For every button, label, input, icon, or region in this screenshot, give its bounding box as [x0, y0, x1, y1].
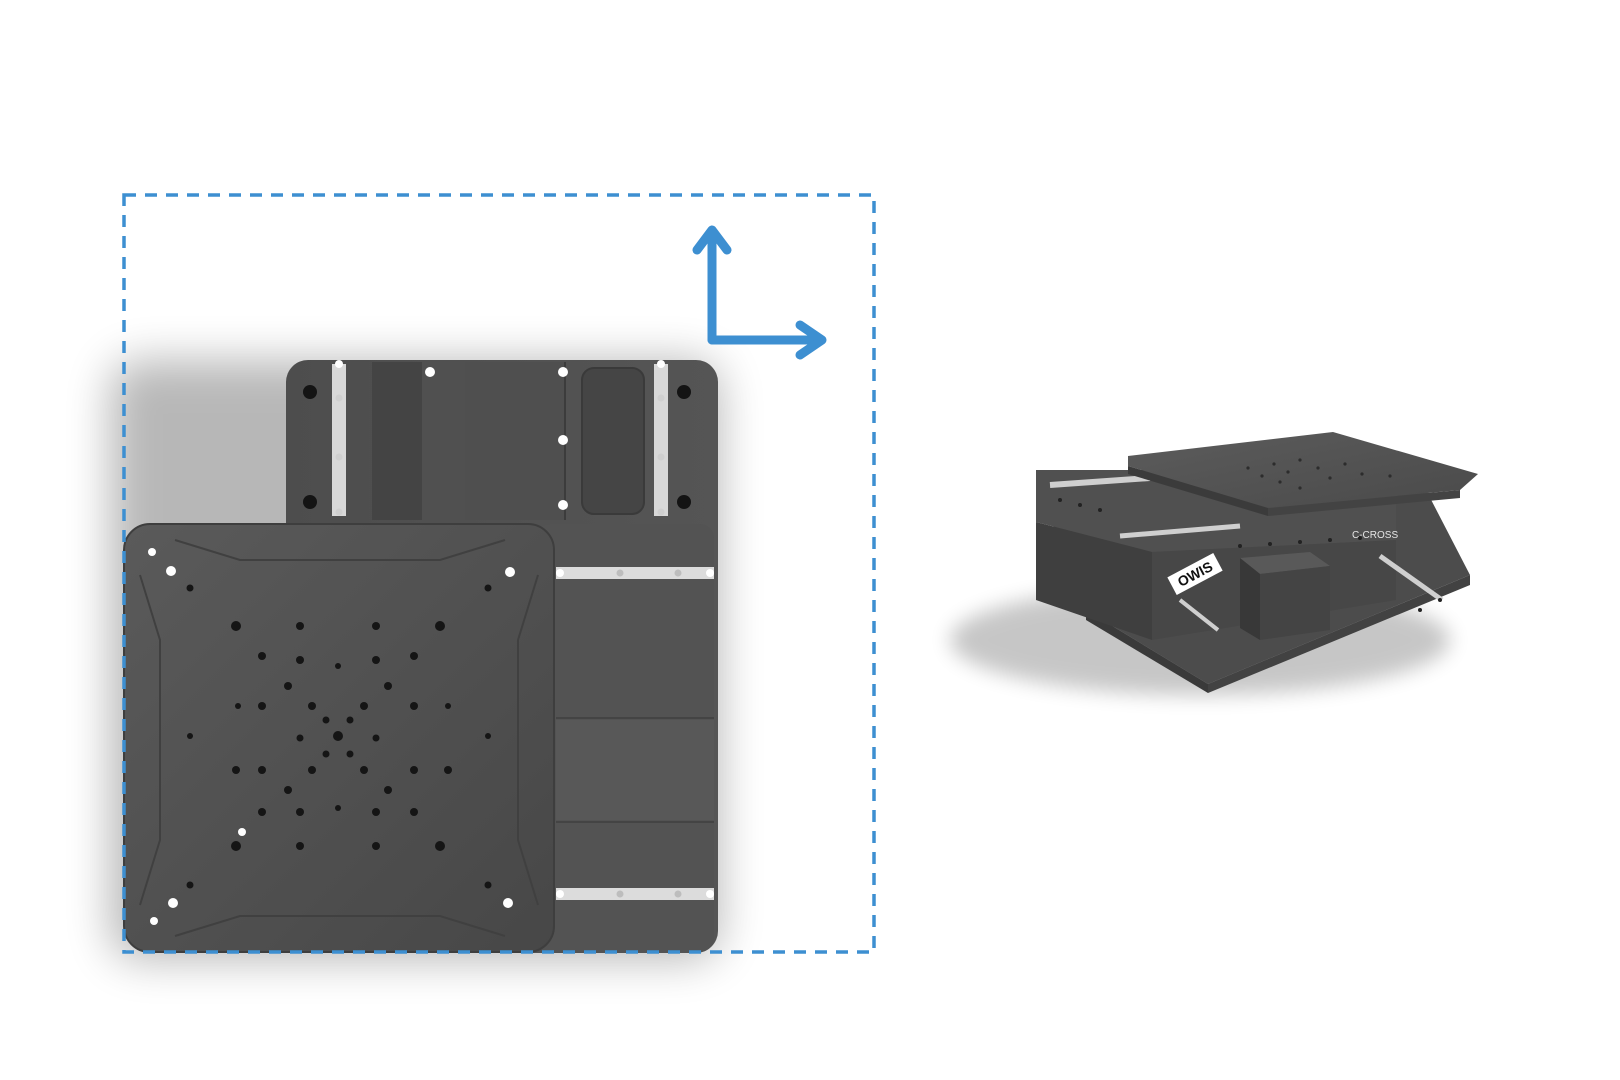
model-label: C-CROSS: [1352, 530, 1398, 541]
owis-logo: OWIS: [1167, 552, 1223, 596]
top-view-stage: [110, 360, 720, 960]
xy-axes-arrows-icon: [692, 225, 827, 360]
travel-range-outline: [122, 193, 876, 954]
isometric-view-stage: OWIS C-CROSS: [950, 432, 1478, 695]
hole-pattern: [186, 584, 492, 889]
guide-rail: [332, 364, 346, 516]
iso-top-plate: [1128, 432, 1478, 508]
guide-rail: [654, 364, 668, 516]
